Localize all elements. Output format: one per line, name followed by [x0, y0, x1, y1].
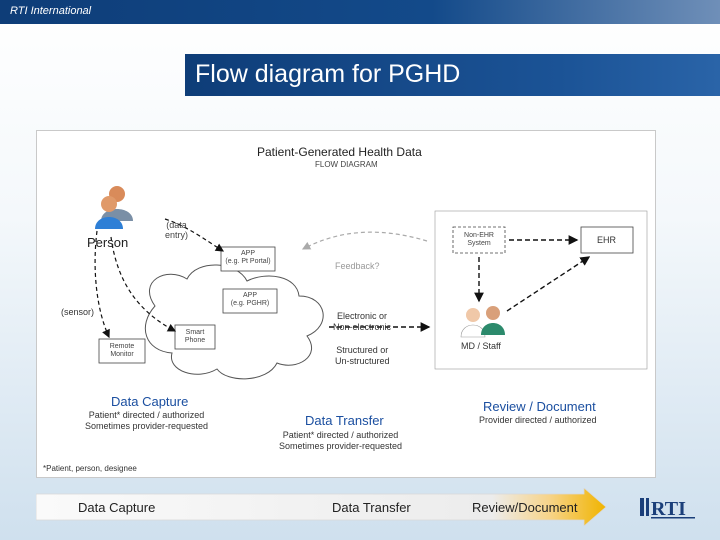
network-cloud [144, 264, 324, 380]
review-heading: Review / Document [483, 399, 596, 414]
capture-subtext: Patient* directed / authorized Sometimes… [85, 410, 209, 431]
transfer-heading: Data Transfer [305, 413, 384, 428]
non-ehr-label: Non-EHR System [464, 232, 494, 247]
sensor-label: (sensor) [61, 307, 95, 317]
ehr-box [580, 226, 634, 254]
title-banner: Flow diagram for PGHD [185, 54, 720, 96]
rti-logo: RTI [640, 496, 700, 527]
slide-title: Flow diagram for PGHD [195, 60, 461, 88]
review-panel [434, 210, 648, 370]
diagram-graphics [94, 186, 648, 380]
stage-review-document: Review/Document [472, 500, 578, 515]
org-name: RTI International [10, 5, 92, 17]
capture-heading: Data Capture [111, 394, 189, 409]
app-phr-box [222, 288, 278, 314]
app-portal-label: APP (e.g. Pt Portal) [225, 250, 271, 265]
footnote: *Patient, person, designee [43, 464, 137, 473]
smart-phone-label: Smart Phone [184, 329, 206, 344]
stage-data-capture: Data Capture [78, 500, 156, 515]
feedback-label: Feedback? [335, 261, 380, 271]
top-banner: RTI International [0, 0, 720, 24]
data-entry-label: (data entry) [165, 220, 189, 240]
process-arrow [36, 488, 607, 526]
rti-logo-mark: RTI [640, 498, 695, 520]
transfer-subtext: Patient* directed / authorized Sometimes… [279, 430, 403, 451]
ehr-label: EHR [597, 235, 617, 245]
md-staff-icon [460, 306, 505, 338]
electronic-label: Electronic or Non-electronic [333, 311, 392, 332]
remote-monitor-label: Remote Monitor [109, 343, 135, 358]
review-subtext: Provider directed / authorized [479, 415, 597, 425]
app-phr-label: APP (e.g. PGHR) [230, 292, 270, 307]
svg-text:RTI: RTI [651, 498, 686, 520]
smart-phone-box [174, 324, 216, 350]
diagram-title: Patient-Generated Health Data [257, 145, 422, 159]
flow-diagram: Patient-Generated Health Data FLOW DIAGR… [36, 130, 656, 478]
md-staff-label: MD / Staff [461, 341, 501, 351]
person-icon [95, 186, 133, 229]
diagram-subtitle: FLOW DIAGRAM [315, 160, 378, 169]
app-portal-box [220, 246, 276, 272]
structured-label: Structured or Un-structured [335, 345, 390, 366]
non-ehr-box [452, 226, 506, 254]
remote-monitor-box [98, 338, 146, 364]
stage-data-transfer: Data Transfer [332, 500, 411, 515]
person-label: Person [87, 235, 129, 250]
